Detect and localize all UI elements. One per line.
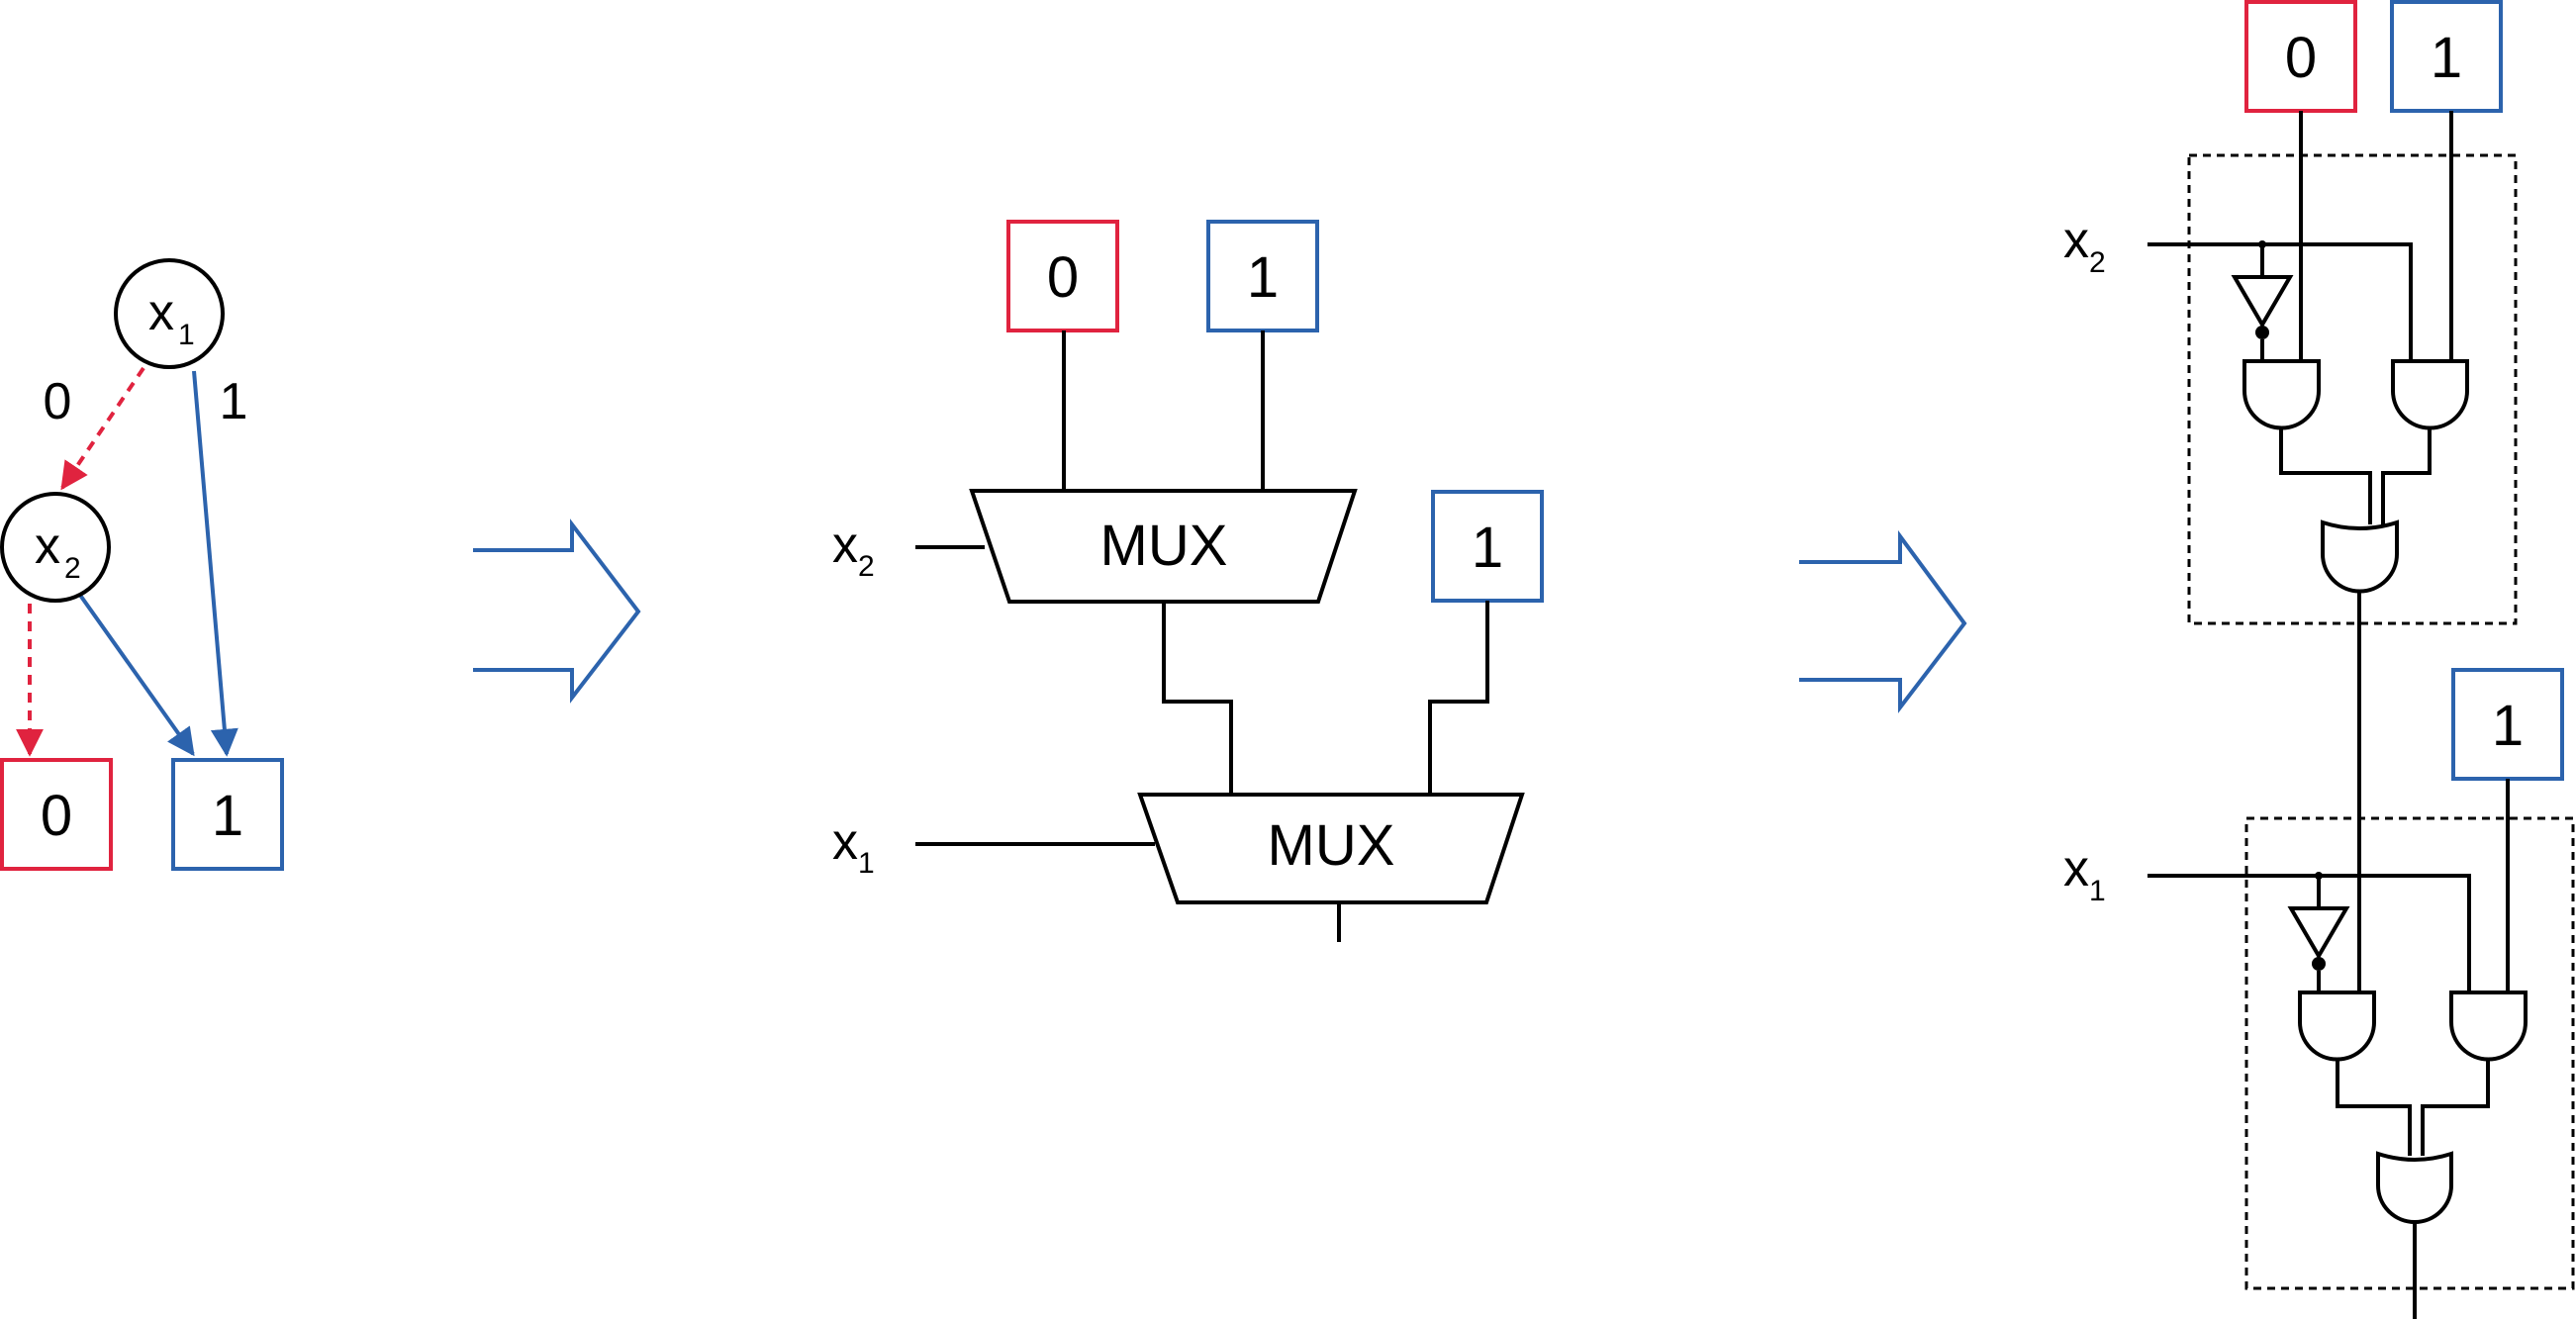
bdd-node-x1: [114, 258, 225, 369]
gate-top-input-one: [2390, 0, 2503, 113]
bdd-node-x1-subscript: 1: [178, 319, 195, 351]
mux-bottom: [1137, 793, 1525, 904]
bdd-terminal-one: [171, 758, 284, 871]
gate-bottom-select-label: x: [2063, 840, 2089, 897]
gate-bottom-inverter-bubble: [2312, 957, 2326, 971]
bdd-edge-x2-high: [77, 592, 195, 757]
gate-bottom-and-left: [2298, 991, 2376, 1062]
gate-bottom-input-one-label: 1: [2492, 694, 2524, 758]
gate-bottom-and-right-out: [2421, 1059, 2490, 1156]
wire-one-to-bottom-mux: [1428, 601, 1489, 795]
gate-top-and-right: [2391, 359, 2469, 430]
mux-bottom-label: MUX: [1268, 813, 1395, 878]
bdd-node-x2: [0, 492, 111, 603]
gate-top-input-one-label: 1: [2431, 26, 2462, 90]
gate-bottom-inverter: [2287, 906, 2350, 960]
gate-bottom-junction: [2315, 872, 2323, 880]
gate-top-or: [2321, 519, 2399, 594]
gate-top-inverter: [2231, 275, 2294, 329]
gate-top-stage-box: [2187, 153, 2518, 625]
gate-top-inverter-bubble: [2255, 326, 2269, 339]
mux-top-input-zero: [1006, 220, 1119, 332]
gate-bottom-stage-box: [2244, 816, 2575, 1290]
mux-top-select-label: x: [832, 517, 858, 574]
mux-top-label: MUX: [1100, 514, 1228, 578]
mux-panel: 0 1 MUX x 2 1 MUX x 1: [832, 220, 1544, 942]
gate-bottom-input-one: [2451, 668, 2564, 781]
bdd-node-x2-label: x: [35, 518, 60, 575]
bdd-edge-label-low: 0: [44, 373, 72, 430]
bdd-edge-label-high: 1: [220, 373, 248, 430]
bdd-terminal-one-label: 1: [212, 784, 243, 848]
gate-bottom-select-subscript: 1: [2089, 875, 2106, 907]
gate-top-select-subscript: 2: [2089, 246, 2106, 279]
gate-bottom-and-left-out: [2336, 1059, 2412, 1156]
bdd-node-x2-subscript: 2: [64, 552, 81, 585]
mux-top-input-zero-label: 0: [1047, 245, 1079, 310]
wire-top-mux-to-bottom-mux: [1162, 602, 1233, 795]
bdd-panel: 0 1 x 1 x 2 0 1: [0, 258, 284, 871]
gate-top-input-zero: [2244, 0, 2357, 113]
transform-arrow-2: [1799, 529, 1967, 713]
mux-bottom-select-subscript: 1: [858, 847, 875, 880]
bdd-edge-x1-low: [60, 366, 145, 491]
gate-top-and-left: [2242, 359, 2321, 430]
mux-bottom-select-label: x: [832, 813, 858, 871]
mux-top-input-one: [1206, 220, 1319, 332]
gate-bottom-and-right: [2449, 991, 2528, 1062]
mux-top-input-one-label: 1: [1247, 245, 1279, 310]
mux-bottom-input-one: [1431, 490, 1544, 603]
gate-panel: 0 1 x 2 1 x 1: [2063, 0, 2575, 1319]
gate-top-and-left-out: [2279, 427, 2372, 524]
gate-top-select-wire: [2147, 242, 2413, 361]
gate-top-input-zero-label: 0: [2285, 26, 2317, 90]
gate-bottom-select-wire: [2147, 874, 2471, 992]
gate-top-select-label: x: [2063, 212, 2089, 269]
bdd-terminal-zero: [0, 758, 113, 871]
transform-arrow-1: [473, 519, 641, 704]
gate-top-and-right-out: [2381, 427, 2432, 524]
gate-bottom-or: [2376, 1151, 2453, 1224]
gate-top-junction: [2258, 240, 2266, 248]
mux-top-select-subscript: 2: [858, 550, 875, 583]
mux-top: [969, 489, 1358, 604]
bdd-node-x1-label: x: [148, 284, 174, 341]
mux-bottom-input-one-label: 1: [1472, 516, 1503, 580]
bdd-edge-x1-high: [192, 370, 239, 757]
bdd-terminal-zero-label: 0: [41, 784, 72, 848]
